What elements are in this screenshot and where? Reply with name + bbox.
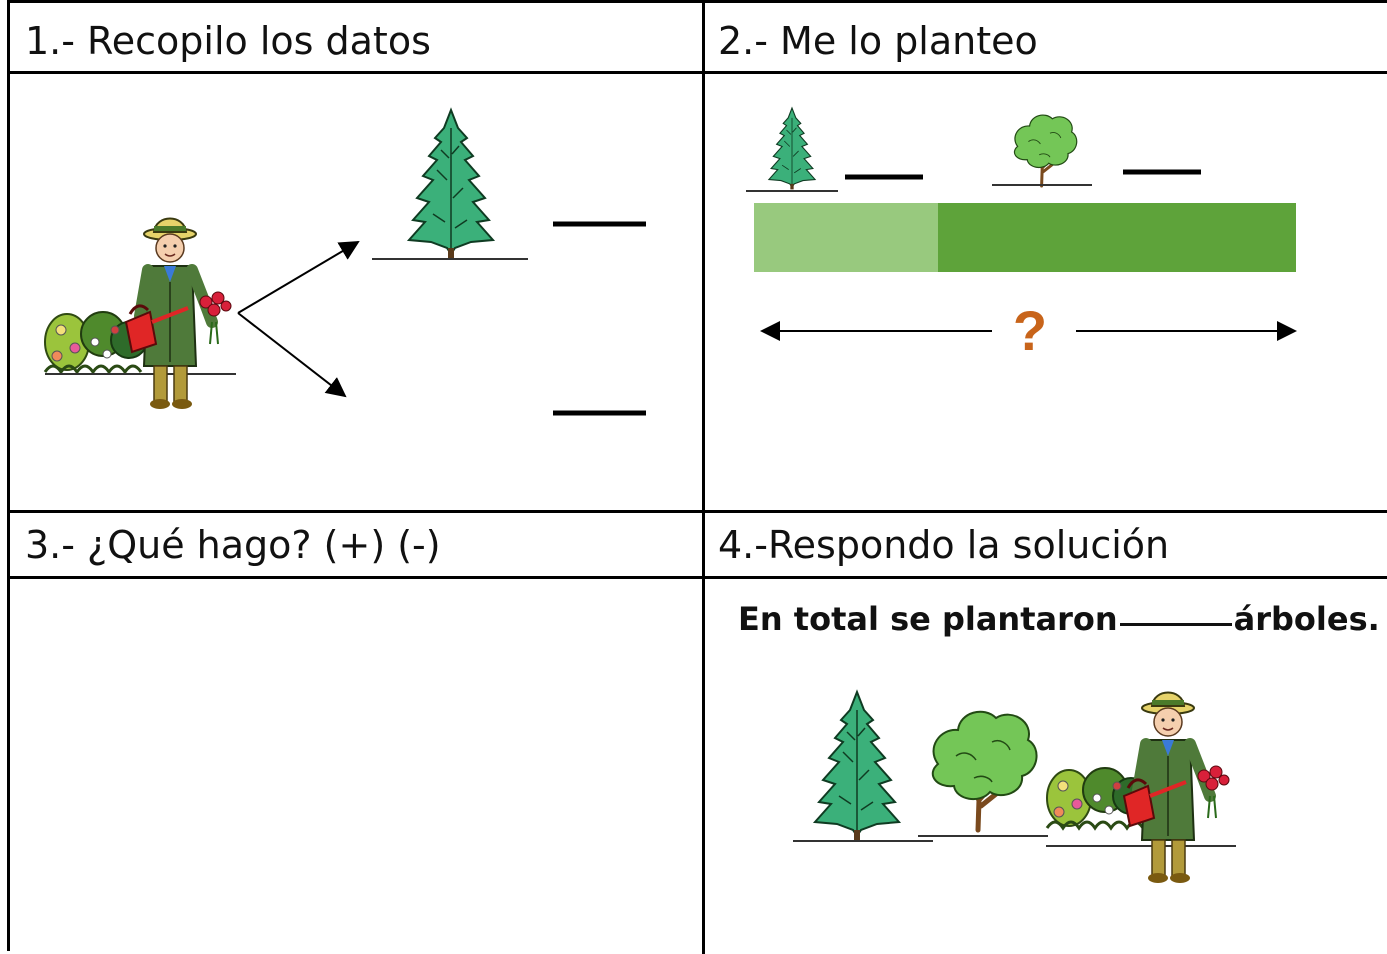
- arrow-icon: [237, 240, 360, 314]
- conifer-tree-icon: [814, 691, 900, 841]
- arrow-icon: [237, 312, 347, 398]
- conifer-tree-icon: [408, 109, 494, 259]
- cell-3-title: 3.- ¿Qué hago? (+) (-): [25, 523, 441, 567]
- answer-sentence: En total se plantaron árboles.: [738, 600, 1380, 638]
- grid-line-vertical: [702, 3, 705, 954]
- worksheet-grid: [7, 0, 1387, 954]
- bar-segment-part: [754, 203, 938, 272]
- cell-4-title: 4.-Respondo la solución: [718, 523, 1170, 567]
- answer-prefix: En total se plantaron: [738, 600, 1118, 638]
- grid-line-middle: [10, 510, 1387, 513]
- bar-segment-part: [938, 203, 1296, 272]
- gardener-icon: [126, 219, 231, 410]
- cell-2-title: 2.- Me lo planteo: [718, 19, 1038, 63]
- conifer-tree-icon: [768, 107, 816, 190]
- cell-1-title: 1.- Recopilo los datos: [25, 19, 431, 63]
- gardener-icon: [1124, 693, 1229, 884]
- answer-blank[interactable]: [1119, 623, 1232, 626]
- grid-line-header-1: [10, 71, 1387, 74]
- leafy-tree-icon: [933, 712, 1037, 830]
- grid-line-header-2: [10, 576, 1387, 579]
- bar-model: [754, 203, 1296, 272]
- question-mark: ?: [1013, 299, 1047, 362]
- leafy-tree-icon: [1012, 113, 1079, 188]
- answer-suffix: árboles.: [1233, 600, 1380, 638]
